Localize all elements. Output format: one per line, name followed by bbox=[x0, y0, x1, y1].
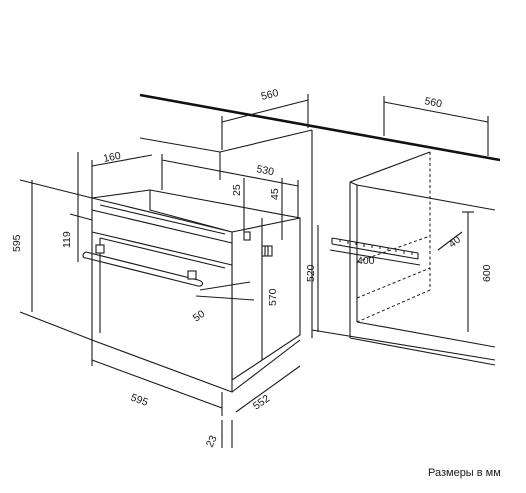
dim-top-gap-25: 25 bbox=[231, 184, 243, 196]
vent-grille bbox=[331, 237, 419, 260]
dim-oven-depth-top: 530 bbox=[255, 163, 275, 178]
dim-niche-depth-inner: 520 bbox=[305, 264, 317, 282]
dim-panel-height: 119 bbox=[61, 231, 73, 248]
units-caption: Размеры в мм bbox=[428, 467, 501, 479]
dim-front-thickness: 23 bbox=[204, 433, 220, 449]
dim-vent-depth: 40 bbox=[446, 234, 463, 251]
dim-oven-width-bottom: 595 bbox=[129, 392, 150, 409]
dim-niche-height: 600 bbox=[481, 264, 493, 282]
dim-oven-body-height: 570 bbox=[267, 288, 279, 306]
dim-vent-width: 400 bbox=[357, 255, 375, 267]
dim-oven-height-left: 595 bbox=[11, 234, 23, 252]
dim-top-gap-45: 45 bbox=[269, 188, 281, 200]
dim-niche-width-top: 560 bbox=[260, 87, 280, 103]
cabinet-niche bbox=[139, 93, 501, 366]
dim-niche-width-right: 560 bbox=[423, 95, 443, 110]
dimension-lines bbox=[19, 94, 489, 448]
dim-oven-depth-body: 552 bbox=[251, 392, 272, 412]
door-handle bbox=[82, 244, 204, 287]
dim-panel-top-depth: 160 bbox=[102, 150, 122, 165]
